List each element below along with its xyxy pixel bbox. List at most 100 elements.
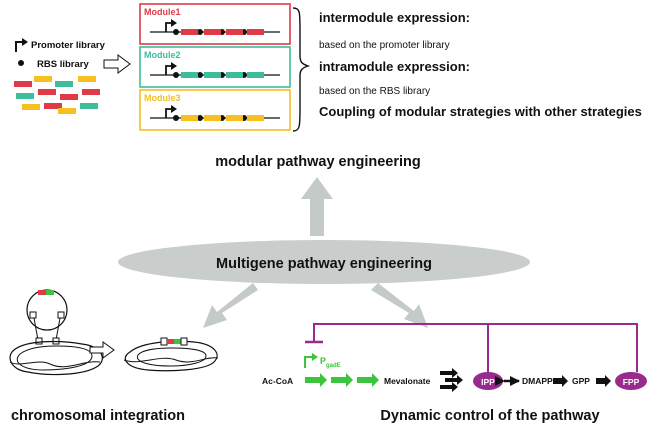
chromosome-strand: [123, 357, 219, 363]
integrated-green-segment: [174, 339, 181, 344]
arrow-down-right-icon: [371, 283, 428, 328]
rbs-dot: [173, 72, 179, 78]
homology-box: [57, 311, 65, 319]
part-red: [44, 103, 62, 109]
acetyl-coa: Ac-CoA: [262, 376, 293, 386]
fpp-node: [615, 372, 647, 390]
gene-arrow: [305, 373, 327, 387]
gene-segment: [204, 72, 221, 78]
gene-arrow: [357, 373, 379, 387]
promoter-library: Promoter library: [15, 38, 106, 52]
rbs-library: RBS library: [18, 59, 89, 70]
part-red: [14, 81, 32, 87]
part-red: [60, 94, 78, 100]
ipp-label: IPP: [481, 377, 495, 387]
part-red: [82, 89, 100, 95]
homology-box: [29, 311, 37, 319]
intermodule-title: intermodule expression:: [319, 10, 470, 25]
module-2: Module2: [139, 46, 291, 88]
promoter-icon: [15, 41, 24, 52]
dmapp-label: DMAPP: [522, 376, 553, 386]
rbs-dot: [197, 115, 203, 121]
chromosome-strand: [9, 361, 101, 368]
promoter-icon: [165, 22, 173, 32]
gene-segment: [204, 115, 221, 121]
promoter-arrowhead-icon: [171, 105, 177, 113]
integrated-red-segment: [167, 339, 174, 344]
module-3: Module3: [139, 89, 291, 131]
gpp-label: GPP: [572, 376, 590, 386]
part-yellow: [22, 104, 40, 110]
gene-segment: [247, 115, 264, 121]
part-yellow: [34, 76, 52, 82]
intramodule-detail: based on the RBS library: [319, 86, 430, 97]
bracket: [292, 7, 311, 132]
gene-segment: [181, 72, 198, 78]
arrow-down-left-icon: [203, 283, 258, 328]
promoter-gade-label: PgadE: [320, 356, 341, 369]
dynamic-title: Dynamic control of the pathway: [380, 408, 599, 424]
module-label: Module3: [144, 93, 181, 103]
black-gene-arrow: [445, 375, 463, 385]
gene-segment: [181, 29, 198, 35]
part-teal: [16, 93, 34, 99]
gene-segment: [204, 29, 221, 35]
black-gene-arrow: [440, 382, 458, 392]
chromosome-inner: [16, 345, 93, 371]
plasmid-green-segment: [46, 290, 54, 295]
arrow-up-icon: [301, 177, 333, 236]
rbs-dot: [197, 29, 203, 35]
black-arrow: [596, 375, 611, 387]
module-1: Module1: [139, 3, 291, 45]
promoter-arrowhead-icon: [22, 38, 28, 46]
coupling-text: Coupling of modular strategies with othe…: [319, 104, 642, 119]
strategies: intermodule expression: based on the pro…: [319, 10, 642, 119]
module-box: [139, 89, 291, 131]
promoter-icon: [304, 356, 313, 368]
module-box: [139, 3, 291, 45]
part-teal: [55, 81, 73, 87]
gene-arrow: [331, 373, 353, 387]
hollow-arrow-icon: [89, 341, 115, 359]
black-arrow: [553, 375, 568, 387]
hollow-arrow-icon: [103, 54, 131, 74]
promoter-icon: [165, 65, 173, 75]
module-box: [139, 46, 291, 88]
homology-box: [160, 337, 168, 346]
part-yellow: [78, 76, 96, 82]
promoter-library-label: Promoter library: [31, 40, 106, 51]
homology-box: [180, 337, 188, 346]
promoter-arrowhead-icon: [312, 353, 318, 361]
rbs-dot-icon: [18, 60, 24, 66]
gene-segment: [226, 115, 243, 121]
rbs-library-label: RBS library: [37, 59, 89, 70]
gene-segment: [247, 72, 264, 78]
promoter-icon: [165, 108, 173, 118]
fpp-label: FPP: [623, 377, 640, 387]
gene-segment: [226, 72, 243, 78]
rbs-dot: [197, 72, 203, 78]
intermodule-detail: based on the promoter library: [319, 40, 450, 51]
rbs-dot: [173, 29, 179, 35]
feedback-line: [313, 323, 638, 372]
module-label: Module2: [144, 50, 181, 60]
gene-segment: [226, 29, 243, 35]
black-gene-arrow: [440, 368, 458, 378]
plasmid-integration: [9, 289, 103, 376]
intramodule-title: intramodule expression:: [319, 59, 470, 74]
crossover-lines: [33, 317, 61, 341]
gene-segment: [247, 29, 264, 35]
rbs-dot: [173, 115, 179, 121]
dynamic-control: Ac-CoA PgadE Mevalonate IPP DMAPP GPP FP…: [262, 323, 647, 392]
chromosomal-title: chromosomal integration: [11, 408, 185, 424]
promoter-arrowhead-icon: [171, 19, 177, 27]
library-parts: [14, 76, 100, 114]
part-red: [38, 89, 56, 95]
plasmid-red-segment: [38, 290, 46, 295]
promoter-arrowhead-icon: [171, 62, 177, 70]
integrated-chromosome: [123, 337, 219, 372]
chromosome-outline: [9, 340, 103, 376]
chromosome-inner: [136, 347, 207, 367]
part-teal: [80, 103, 98, 109]
